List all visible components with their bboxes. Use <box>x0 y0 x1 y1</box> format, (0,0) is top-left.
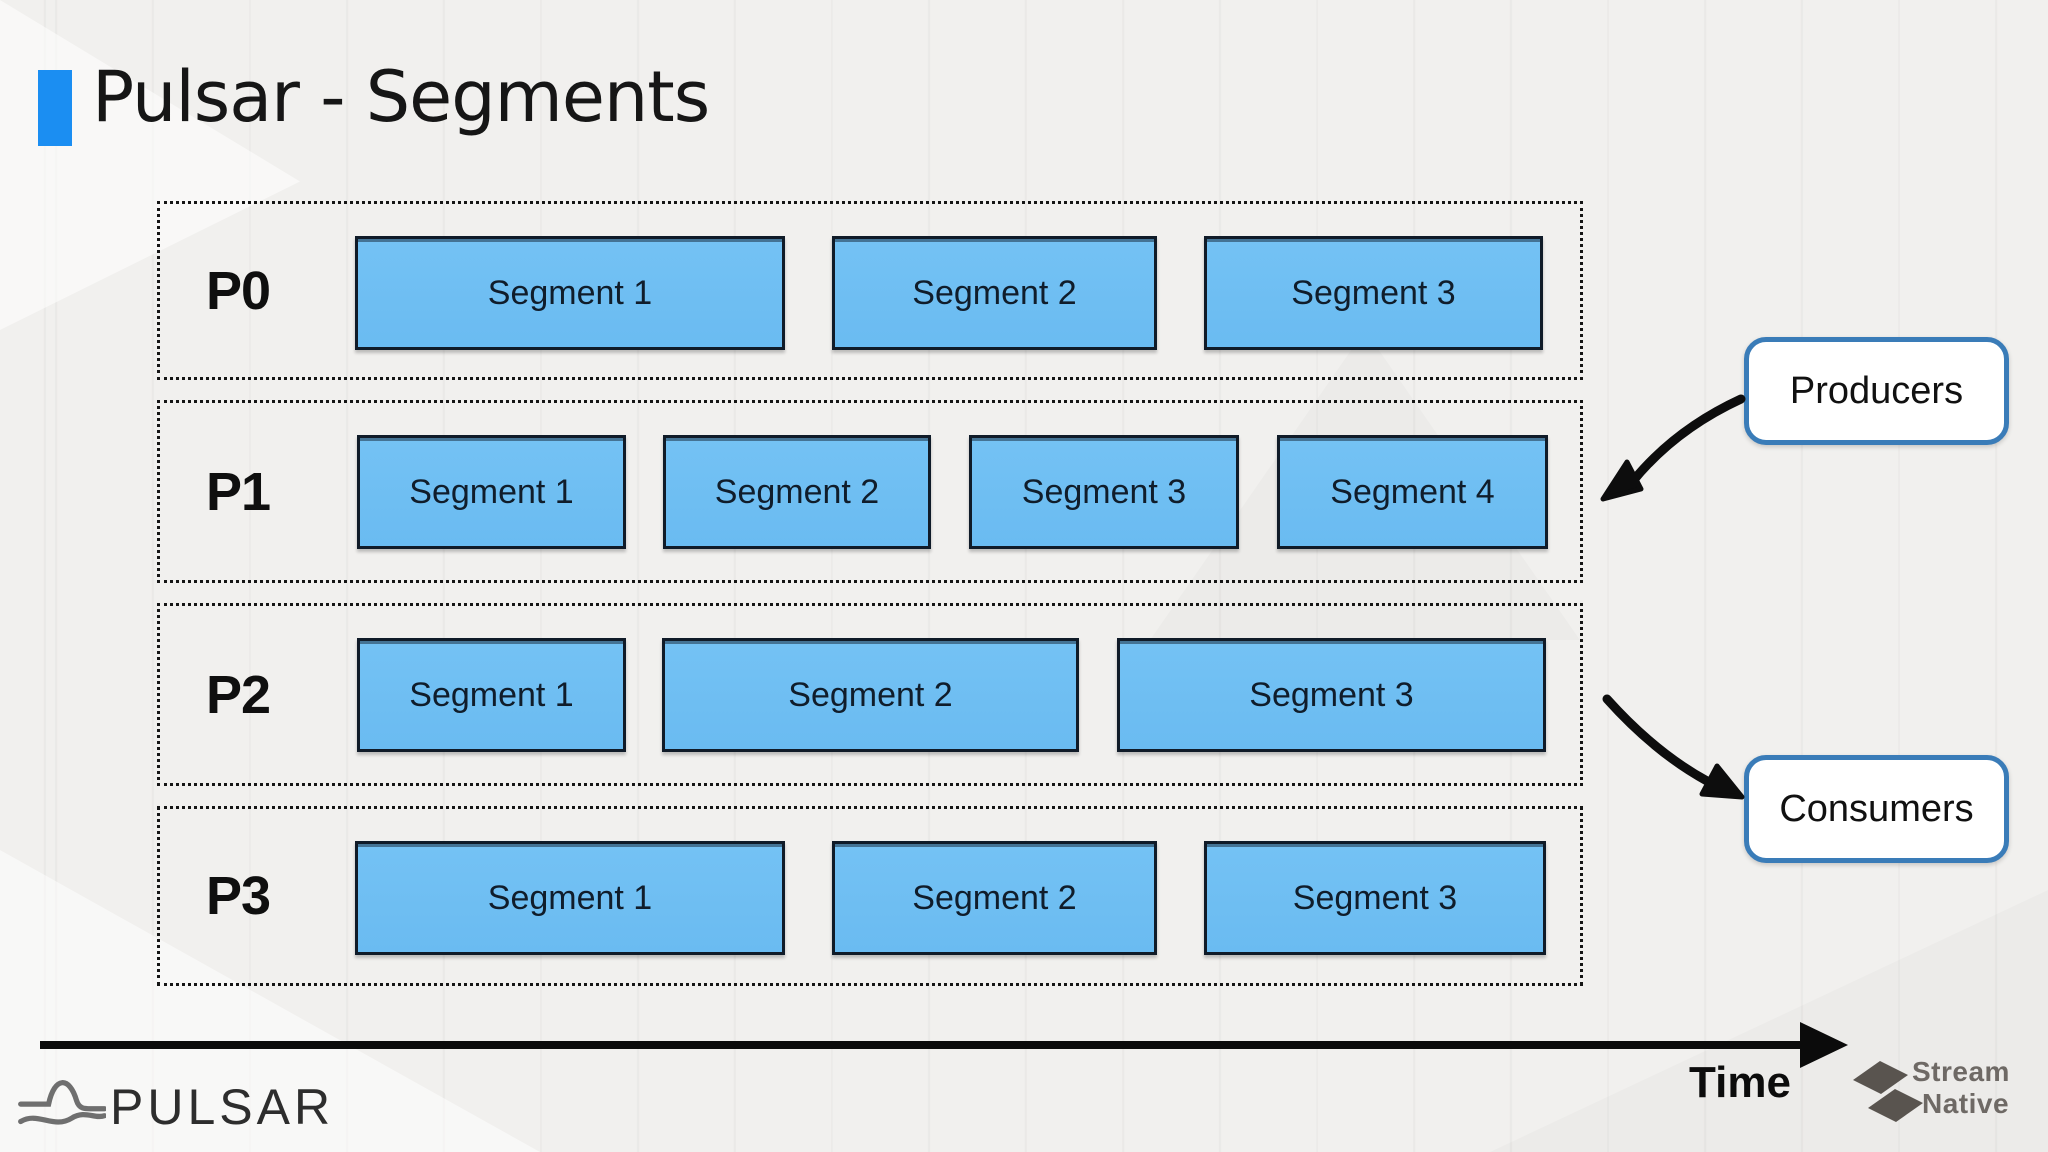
segment-box: Segment 2 <box>663 435 931 549</box>
streamnative-line1: Stream <box>1912 1056 2010 1087</box>
streamnative-icon <box>1853 1061 1923 1122</box>
segment-box: Segment 3 <box>1117 638 1546 752</box>
consumers-callout: Consumers <box>1744 755 2009 863</box>
partition-label: P2 <box>206 664 271 725</box>
streamnative-wordmark: Stream Native <box>1912 1056 2010 1120</box>
partition-label: P0 <box>206 260 271 321</box>
streamnative-logo: Stream Native <box>1850 1052 2030 1132</box>
producers-callout: Producers <box>1744 337 2009 445</box>
producers-arrow-icon <box>1600 394 1746 502</box>
segment-box: Segment 1 <box>357 435 626 549</box>
time-axis-label: Time <box>1689 1058 1791 1107</box>
partition-row-p0: P0 Segment 1 Segment 2 Segment 3 <box>157 201 1583 380</box>
title-accent-bar <box>38 70 72 146</box>
segment-box: Segment 1 <box>355 236 785 350</box>
segment-box: Segment 3 <box>969 435 1239 549</box>
partition-label: P3 <box>206 866 271 926</box>
segment-box: Segment 1 <box>355 841 785 955</box>
segment-box: Segment 1 <box>357 638 626 752</box>
segment-box: Segment 4 <box>1277 435 1548 549</box>
partition-row-p1: P1 Segment 1 Segment 2 Segment 3 Segment… <box>157 400 1583 583</box>
segment-box: Segment 3 <box>1204 841 1546 955</box>
pulsar-logo: PULSAR <box>18 1060 334 1140</box>
partition-row-p3: P3 Segment 1 Segment 2 Segment 3 <box>157 806 1583 986</box>
streamnative-line2: Native <box>1922 1088 2010 1119</box>
partition-row-p2: P2 Segment 1 Segment 2 Segment 3 <box>157 603 1583 786</box>
partition-label: P1 <box>206 461 271 522</box>
page-title: Pulsar - Segments <box>92 56 710 138</box>
segment-box: Segment 2 <box>662 638 1079 752</box>
segment-box: Segment 2 <box>832 236 1157 350</box>
segment-box: Segment 3 <box>1204 236 1543 350</box>
consumers-arrow-icon <box>1602 694 1745 800</box>
pulsar-wave-icon <box>18 1080 106 1125</box>
pulsar-wordmark: PULSAR <box>110 1079 335 1135</box>
segment-box: Segment 2 <box>832 841 1157 955</box>
